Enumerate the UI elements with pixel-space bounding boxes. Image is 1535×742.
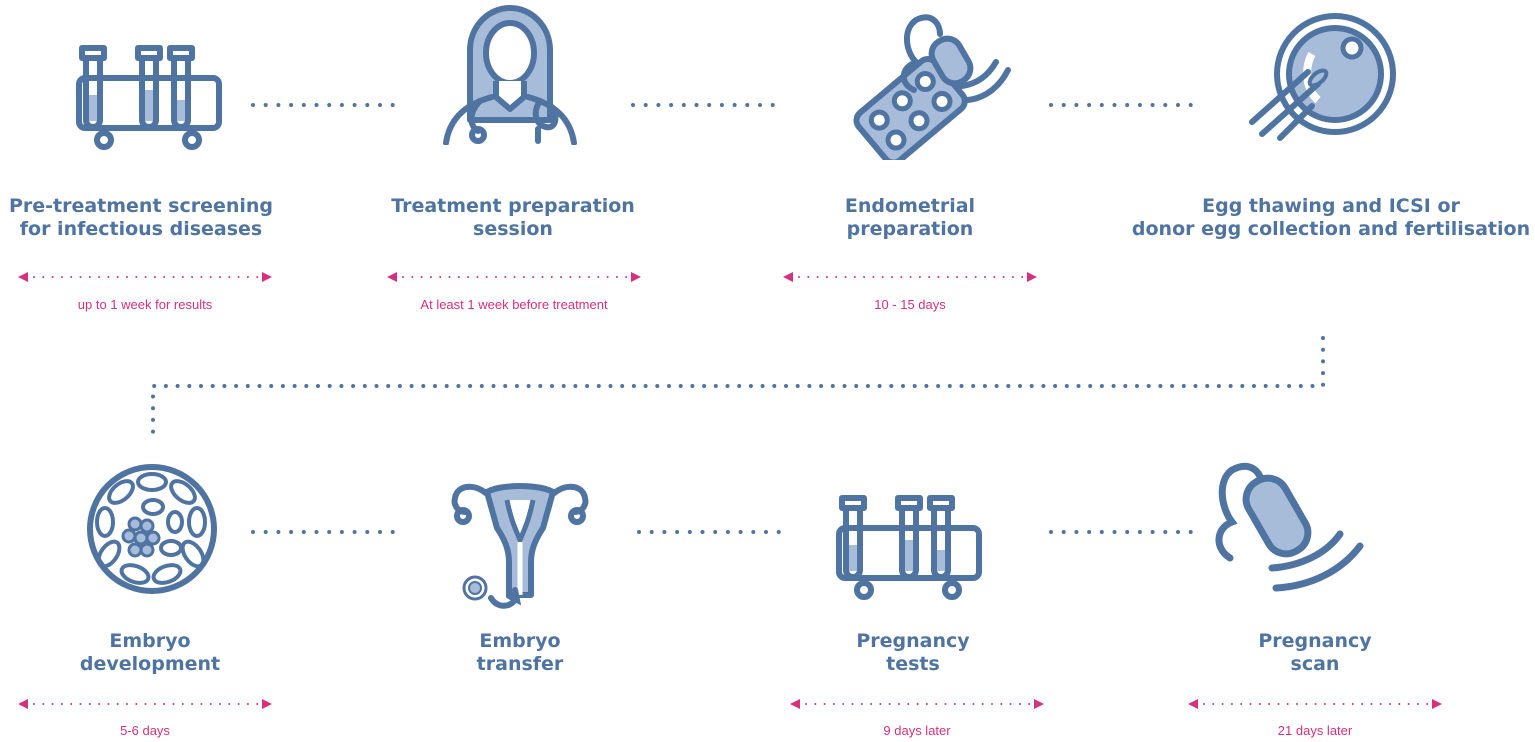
duration-arrow [783, 272, 1037, 282]
connector-1-2 [251, 103, 395, 107]
duration-arrow [18, 699, 272, 709]
connector-6-7 [637, 530, 781, 534]
duration-arrow [18, 272, 272, 282]
duration-arrow [387, 272, 641, 282]
test-tubes-icon [836, 495, 982, 600]
doctor-icon [443, 5, 577, 145]
step-title: Pregnancy tests [856, 630, 970, 675]
connector-5-6 [251, 530, 395, 534]
test-tubes-icon [76, 45, 222, 150]
duration-arrow [790, 699, 1044, 709]
duration-label: 21 days later [1277, 723, 1353, 738]
duration-label: up to 1 week for results [77, 297, 213, 312]
step-title: Pregnancy scan [1258, 630, 1372, 675]
ultrasound-probe-icon [1215, 462, 1364, 592]
step-title: Egg thawing and ICSI or donor egg collec… [1131, 195, 1531, 240]
embryo-icon [87, 464, 217, 594]
step-title: Embryo development [79, 630, 221, 675]
connector-7-8 [1049, 530, 1193, 534]
duration-label: 10 - 15 days [874, 297, 946, 312]
duration-label: At least 1 week before treatment [420, 297, 608, 312]
icsi-icon [1249, 13, 1396, 141]
duration-label: 9 days later [883, 723, 951, 738]
step-title: Pre-treatment screening for infectious d… [8, 195, 274, 240]
pills-ultrasound-icon [853, 14, 1011, 160]
step-title: Treatment preparation session [391, 195, 635, 240]
connector-3-4 [1049, 103, 1193, 107]
connector-2-3 [631, 103, 775, 107]
duration-arrow [1188, 699, 1442, 709]
step-title: Endometrial preparation [844, 195, 976, 240]
step-title: Embryo transfer [476, 630, 564, 675]
duration-label: 5-6 days [120, 723, 170, 738]
connector-4-5 [151, 336, 1325, 438]
uterus-icon [451, 483, 589, 609]
